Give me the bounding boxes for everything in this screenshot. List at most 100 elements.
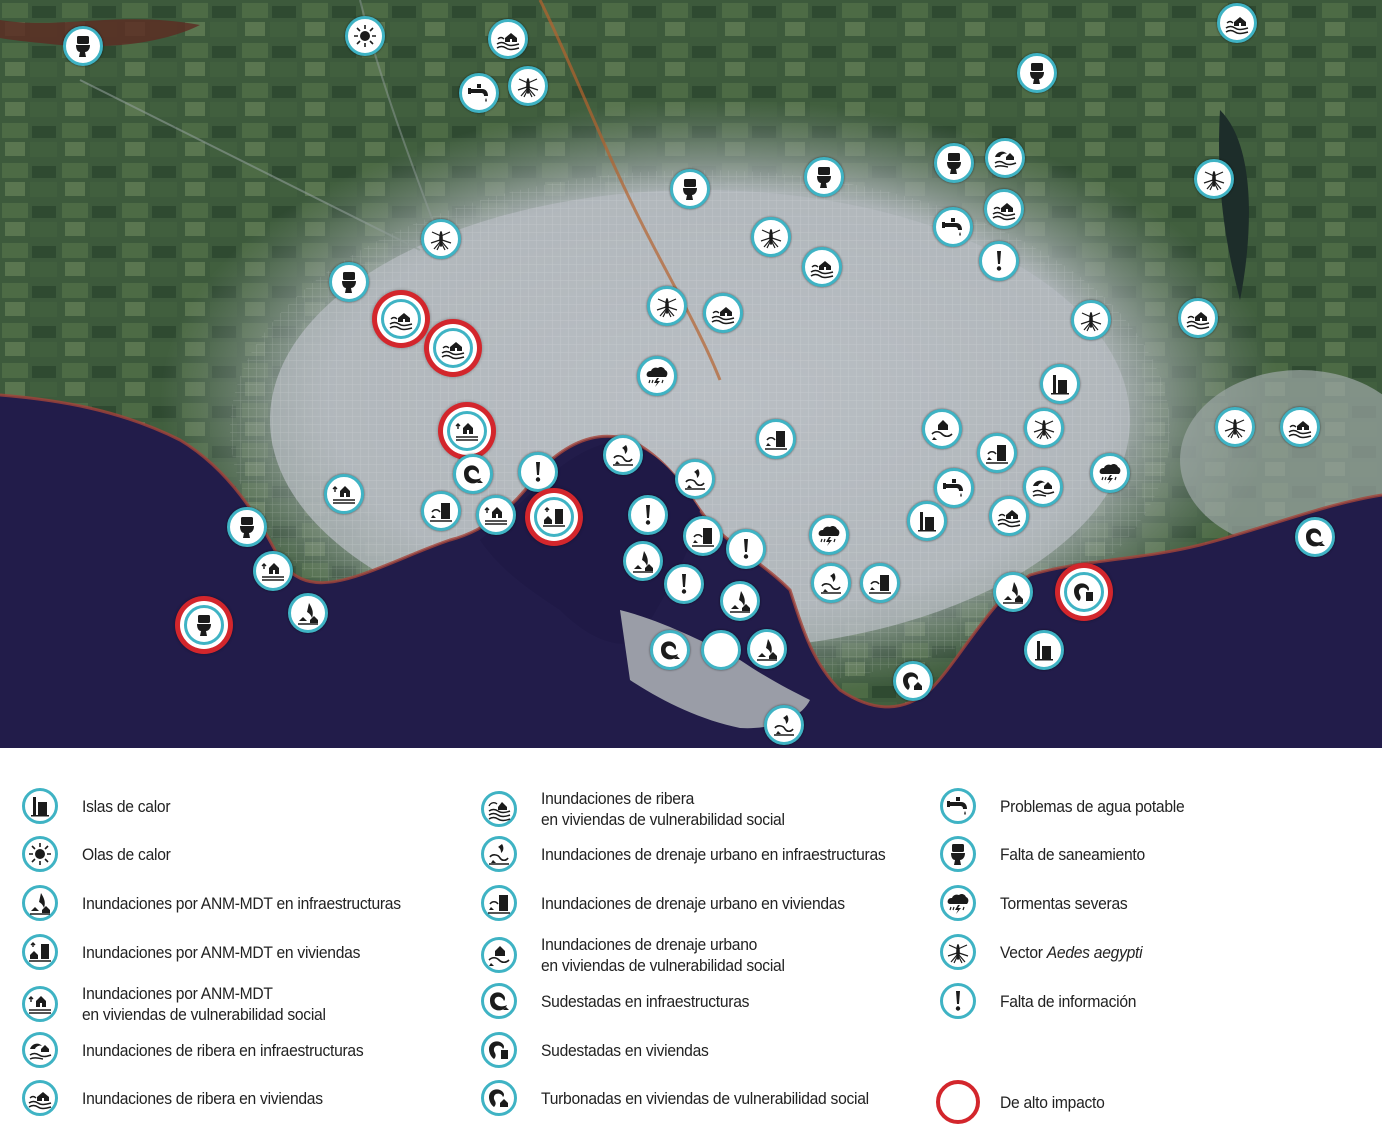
map-marker-toilet[interactable]	[934, 143, 974, 183]
map-marker-mosquito[interactable]	[751, 217, 791, 257]
legend-label-line: en viviendas de vulnerabilidad social	[82, 1005, 326, 1024]
map-marker-river-house[interactable]	[488, 19, 528, 59]
map-marker-drainage-house[interactable]	[860, 563, 900, 603]
map-marker-toilet[interactable]	[670, 169, 710, 209]
map-marker-drainage-infra[interactable]	[764, 705, 804, 745]
river-social-icon	[488, 802, 511, 822]
map-marker-info[interactable]	[726, 529, 766, 569]
anm-infra-icon	[298, 603, 318, 625]
river-house-icon	[810, 261, 834, 279]
map-marker-river-house[interactable]	[984, 189, 1024, 229]
map-marker-river-house[interactable]	[1280, 407, 1320, 447]
legend-label: Turbonadas en viviendas de vulnerabilida…	[541, 1088, 869, 1109]
sudestada-infra-icon	[490, 992, 509, 1011]
map-marker-anm-social[interactable]	[324, 474, 364, 514]
legend-label-line: Inundaciones por ANM-MDT en viviendas	[82, 942, 361, 962]
map-marker-anm-social[interactable]	[253, 551, 293, 591]
toilet-icon	[940, 836, 976, 872]
map-marker-anm-house-high-impact[interactable]	[534, 497, 574, 537]
map-marker-info[interactable]	[979, 241, 1019, 281]
map-marker-river-house[interactable]	[1178, 298, 1218, 338]
map-marker-info[interactable]	[518, 452, 558, 492]
map-marker-info[interactable]	[628, 495, 668, 535]
map-marker-anm-social-high-impact[interactable]	[447, 411, 487, 451]
map-marker-storm[interactable]	[1090, 453, 1130, 493]
map-marker-anm-infra[interactable]	[288, 593, 328, 633]
sun-icon	[29, 843, 51, 865]
map-marker-turbonada[interactable]	[893, 661, 933, 701]
sudestada-infra-icon	[661, 641, 680, 660]
legend-item-river-infra: Inundaciones de ribera en infraestructur…	[22, 1032, 388, 1068]
map-marker-river-house-high-impact[interactable]	[381, 299, 421, 339]
storm-icon	[940, 885, 976, 921]
map-marker-river-house[interactable]	[802, 247, 842, 287]
map-marker-anm-infra[interactable]	[720, 581, 760, 621]
map-marker-anm-infra[interactable]	[747, 629, 787, 669]
map-marker-heat-island[interactable]	[1024, 630, 1064, 670]
map-marker-storm[interactable]	[809, 515, 849, 555]
map-marker-toilet[interactable]	[804, 157, 844, 197]
map-marker-sudestada-infra[interactable]	[453, 454, 493, 494]
anm-social-icon	[484, 507, 507, 525]
drainage-infra-icon	[613, 445, 633, 466]
map-marker-drainage-infra[interactable]	[603, 435, 643, 475]
map-marker-river-house-high-impact[interactable]	[433, 328, 473, 368]
drainage-house-icon	[986, 445, 1008, 464]
map-marker-sudestada-house-high-impact[interactable]	[1064, 572, 1104, 612]
legend-label-line: en viviendas de vulnerabilidad social	[541, 956, 785, 975]
map-marker-river-house[interactable]	[989, 496, 1029, 536]
storm-icon	[818, 525, 840, 546]
map-marker-toilet[interactable]	[63, 26, 103, 66]
map-marker-river-infra[interactable]	[1023, 467, 1063, 507]
anm-social-icon	[261, 563, 284, 581]
map-marker-river-house[interactable]	[1217, 3, 1257, 43]
map-marker-sudestada-infra[interactable]	[1295, 517, 1335, 557]
map-marker-anm-infra[interactable]	[623, 541, 663, 581]
legend-label: Inundaciones de ribera en viviendas	[82, 1088, 323, 1109]
map-marker-toilet[interactable]	[1017, 53, 1057, 93]
map-marker-mosquito[interactable]	[1024, 408, 1064, 448]
legend-label-line: Inundaciones por ANM-MDT	[82, 984, 273, 1003]
map-marker-drainage-house[interactable]	[977, 433, 1017, 473]
map-marker-heat-island[interactable]	[1040, 364, 1080, 404]
map-marker-mosquito[interactable]	[1071, 300, 1111, 340]
info-icon	[645, 505, 651, 525]
map-marker-drainage-house[interactable]	[421, 491, 461, 531]
map-marker-mosquito[interactable]	[1194, 159, 1234, 199]
drainage-social-icon	[481, 937, 517, 973]
legend-item-anm-infra: Inundaciones por ANM-MDT en infraestruct…	[22, 885, 428, 921]
map-marker-drainage-social[interactable]	[922, 409, 962, 449]
map-marker-faucet[interactable]	[934, 468, 974, 508]
map-marker-toilet-high-impact[interactable]	[184, 605, 224, 645]
map-marker-mosquito[interactable]	[421, 219, 461, 259]
map-marker-faucet[interactable]	[933, 207, 973, 247]
map-marker-mosquito[interactable]	[1215, 407, 1255, 447]
legend-item-storm: Tormentas severas	[940, 885, 1139, 921]
map-marker-faucet[interactable]	[459, 73, 499, 113]
legend-label: Inundaciones de drenaje urbano en vivien…	[541, 893, 845, 914]
map-marker-river-house[interactable]	[703, 293, 743, 333]
map-marker-info[interactable]	[664, 564, 704, 604]
map-marker-river-infra[interactable]	[985, 138, 1025, 178]
map-marker-sudestada-infra[interactable]	[650, 630, 690, 670]
legend-label-line: Sudestadas en viviendas	[541, 1040, 709, 1060]
map-marker-toilet[interactable]	[329, 262, 369, 302]
map-marker-sudestada-social[interactable]	[701, 630, 741, 670]
legend-label-line: Falta de información	[1000, 991, 1137, 1011]
map-marker-drainage-house[interactable]	[683, 516, 723, 556]
map-marker-storm[interactable]	[637, 356, 677, 396]
map-marker-sun[interactable]	[345, 16, 385, 56]
legend-label: Tormentas severas	[1000, 893, 1128, 914]
map-marker-anm-social[interactable]	[476, 495, 516, 535]
map-marker-drainage-infra[interactable]	[675, 459, 715, 499]
river-house-icon	[389, 313, 413, 331]
map-marker-toilet[interactable]	[227, 507, 267, 547]
map-marker-anm-infra[interactable]	[993, 572, 1033, 612]
toilet-icon	[951, 844, 965, 865]
sudestada-infra-icon	[481, 983, 517, 1019]
map-marker-drainage-house[interactable]	[756, 419, 796, 459]
map-marker-drainage-infra[interactable]	[811, 563, 851, 603]
map-marker-mosquito[interactable]	[508, 66, 548, 106]
map-marker-heat-island[interactable]	[907, 501, 947, 541]
map-marker-mosquito[interactable]	[647, 286, 687, 326]
